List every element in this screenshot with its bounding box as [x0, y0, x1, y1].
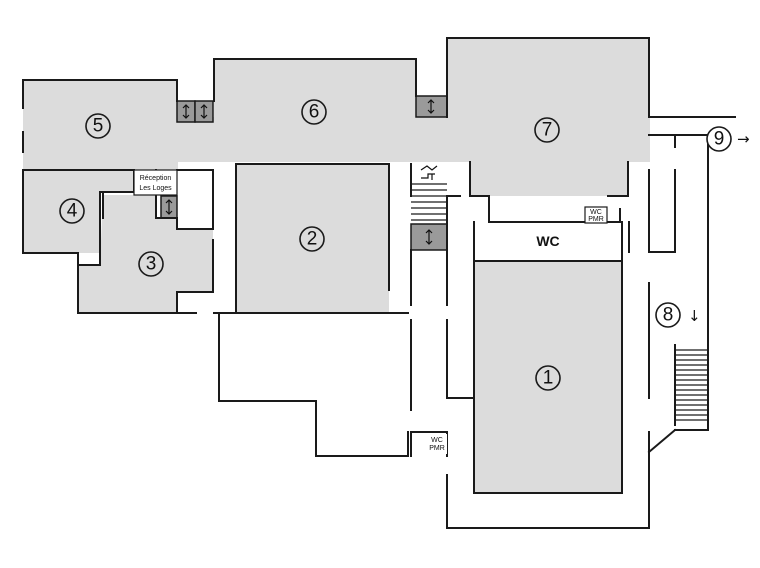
room-number-7: 7	[542, 120, 553, 141]
wc-pmr-bottom-line-1: WC	[431, 437, 443, 444]
room-marker-5[interactable]: 5	[85, 113, 111, 139]
room-marker-8[interactable]: 8 ↓	[655, 302, 701, 328]
room-marker-4[interactable]: 4	[59, 198, 85, 224]
reception-label: Réception Les Loges	[133, 169, 178, 196]
room-number-9: 9	[714, 129, 725, 150]
room-marker-1[interactable]: 1	[535, 365, 561, 391]
room-fills	[23, 38, 650, 493]
room-number-6: 6	[309, 102, 320, 123]
room-marker-3[interactable]: 3	[138, 251, 164, 277]
room-marker-2[interactable]: 2	[299, 226, 325, 252]
room-number-3: 3	[146, 254, 157, 275]
room-number-2: 2	[307, 229, 318, 250]
room-7-area	[447, 38, 649, 162]
room-number-4: 4	[67, 201, 78, 222]
arrow-right-icon: →	[737, 130, 750, 148]
elevators	[160, 95, 448, 251]
room-marker-6[interactable]: 6	[301, 99, 327, 125]
wc-pmr-top-line-2: PMR	[588, 216, 604, 223]
room-number-1: 1	[543, 368, 554, 389]
room-7-lower-area	[470, 162, 628, 196]
room-marker-7[interactable]: 7	[534, 117, 560, 143]
wc-pmr-top-line-1: WC	[590, 209, 602, 216]
wc-pmr-top-label: WC PMR	[584, 206, 608, 224]
wc-pmr-bottom-label: WC PMR	[427, 434, 447, 454]
stairs-icon	[674, 344, 708, 426]
walls	[22, 37, 736, 529]
reception-line-1: Réception	[140, 175, 172, 182]
room-marker-9[interactable]: 9 →	[706, 126, 750, 152]
stairs-icon	[411, 183, 447, 221]
arrow-down-icon: ↓	[688, 307, 701, 325]
room-number-8: 8	[663, 305, 674, 326]
wc-label: WC	[536, 233, 559, 249]
room-number-5: 5	[93, 116, 104, 137]
reception-line-2: Les Loges	[139, 185, 172, 192]
wc-pmr-bottom-line-2: PMR	[429, 445, 445, 452]
wheelchair-stairs-icon	[420, 165, 438, 180]
